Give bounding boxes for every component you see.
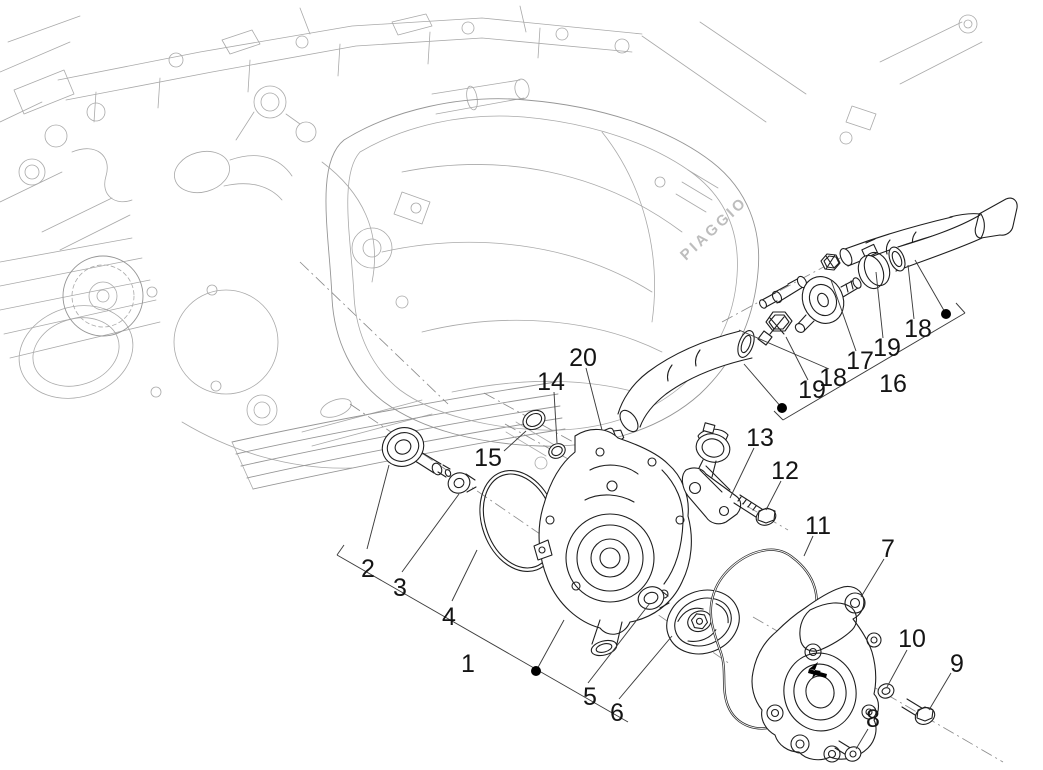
part-hose-clamp-small xyxy=(820,253,841,271)
callout-label-3: 3 xyxy=(393,574,407,602)
callout-label-16: 16 xyxy=(879,370,907,398)
engine-brand-text: PIAGGIO xyxy=(677,193,751,264)
leader-line-3 xyxy=(401,493,460,573)
leader-line-19 xyxy=(785,336,809,381)
leader-line-9 xyxy=(928,672,952,711)
part-water-pump-housing xyxy=(533,428,692,657)
part-washer xyxy=(877,683,895,699)
leader-line-15 xyxy=(503,430,527,452)
callout-label-19: 19 xyxy=(873,334,901,362)
leader-line-1 xyxy=(336,544,345,556)
leader-line-16 xyxy=(914,259,947,315)
leader-line-12 xyxy=(765,480,782,511)
leader-line-6 xyxy=(618,635,673,700)
leader-line-14 xyxy=(553,391,558,444)
part-seal-ring-15 xyxy=(522,409,546,431)
leader-line-20 xyxy=(585,367,603,431)
callout-bullet-16 xyxy=(777,403,787,413)
leader-line-16 xyxy=(955,302,966,314)
leader-line-8 xyxy=(855,728,869,750)
part-thermostat xyxy=(794,276,862,333)
callout-bullet-1 xyxy=(531,666,541,676)
part-impeller xyxy=(666,589,740,655)
callout-label-15: 15 xyxy=(474,444,502,472)
leader-line-13 xyxy=(729,447,755,499)
callout-label-19: 19 xyxy=(798,376,826,404)
callout-label-8: 8 xyxy=(866,705,880,733)
part-elbow-hose xyxy=(617,330,755,433)
callout-label-18: 18 xyxy=(819,364,847,392)
callout-label-1: 1 xyxy=(461,650,475,678)
leader-line-19 xyxy=(875,271,884,339)
callout-bullet-16 xyxy=(941,309,951,319)
callout-label-6: 6 xyxy=(610,699,624,727)
part-screw-8 xyxy=(834,740,862,762)
part-hose-lower xyxy=(888,197,1018,272)
part-screw-9 xyxy=(901,698,936,725)
callout-label-18: 18 xyxy=(904,315,932,343)
part-stud xyxy=(759,275,808,309)
callout-label-4: 4 xyxy=(442,603,456,631)
callout-label-7: 7 xyxy=(881,535,895,563)
leader-line-10 xyxy=(886,649,908,688)
part-seal-ring-14 xyxy=(548,443,566,459)
leader-line-16 xyxy=(743,363,783,409)
engine-wireframe xyxy=(0,5,983,490)
callout-label-13: 13 xyxy=(746,424,774,452)
part-bearing-shaft xyxy=(381,427,452,478)
callout-label-5: 5 xyxy=(583,683,597,711)
callout-label-14: 14 xyxy=(537,368,565,396)
leader-line-16 xyxy=(773,410,784,421)
callout-label-9: 9 xyxy=(950,650,964,678)
part-water-pump-cover xyxy=(751,585,882,763)
part-bushing-5 xyxy=(637,586,670,610)
leader-line-4 xyxy=(451,549,478,602)
exploded-parts xyxy=(381,197,1018,763)
part-spacer-bushing xyxy=(447,472,477,494)
callout-label-17: 17 xyxy=(846,347,874,375)
callout-label-20: 20 xyxy=(569,344,597,372)
callout-label-12: 12 xyxy=(771,457,799,485)
callout-label-10: 10 xyxy=(898,625,926,653)
leader-line-11 xyxy=(803,535,814,557)
leader-line-7 xyxy=(860,558,885,598)
callout-label-11: 11 xyxy=(805,512,831,540)
part-screw-12 xyxy=(733,494,777,526)
callout-label-2: 2 xyxy=(361,555,375,583)
part-support-bracket xyxy=(681,422,742,525)
leader-line-1 xyxy=(535,619,565,672)
leader-line-16 xyxy=(782,312,966,421)
leader-line-18 xyxy=(738,329,830,370)
leader-line-18 xyxy=(907,264,915,320)
part-hose-clamp-hex xyxy=(757,311,793,346)
leader-line-17 xyxy=(830,279,857,352)
leader-line-2 xyxy=(366,464,390,550)
leader-line-5 xyxy=(587,602,651,684)
leader-line-1 xyxy=(336,554,629,723)
